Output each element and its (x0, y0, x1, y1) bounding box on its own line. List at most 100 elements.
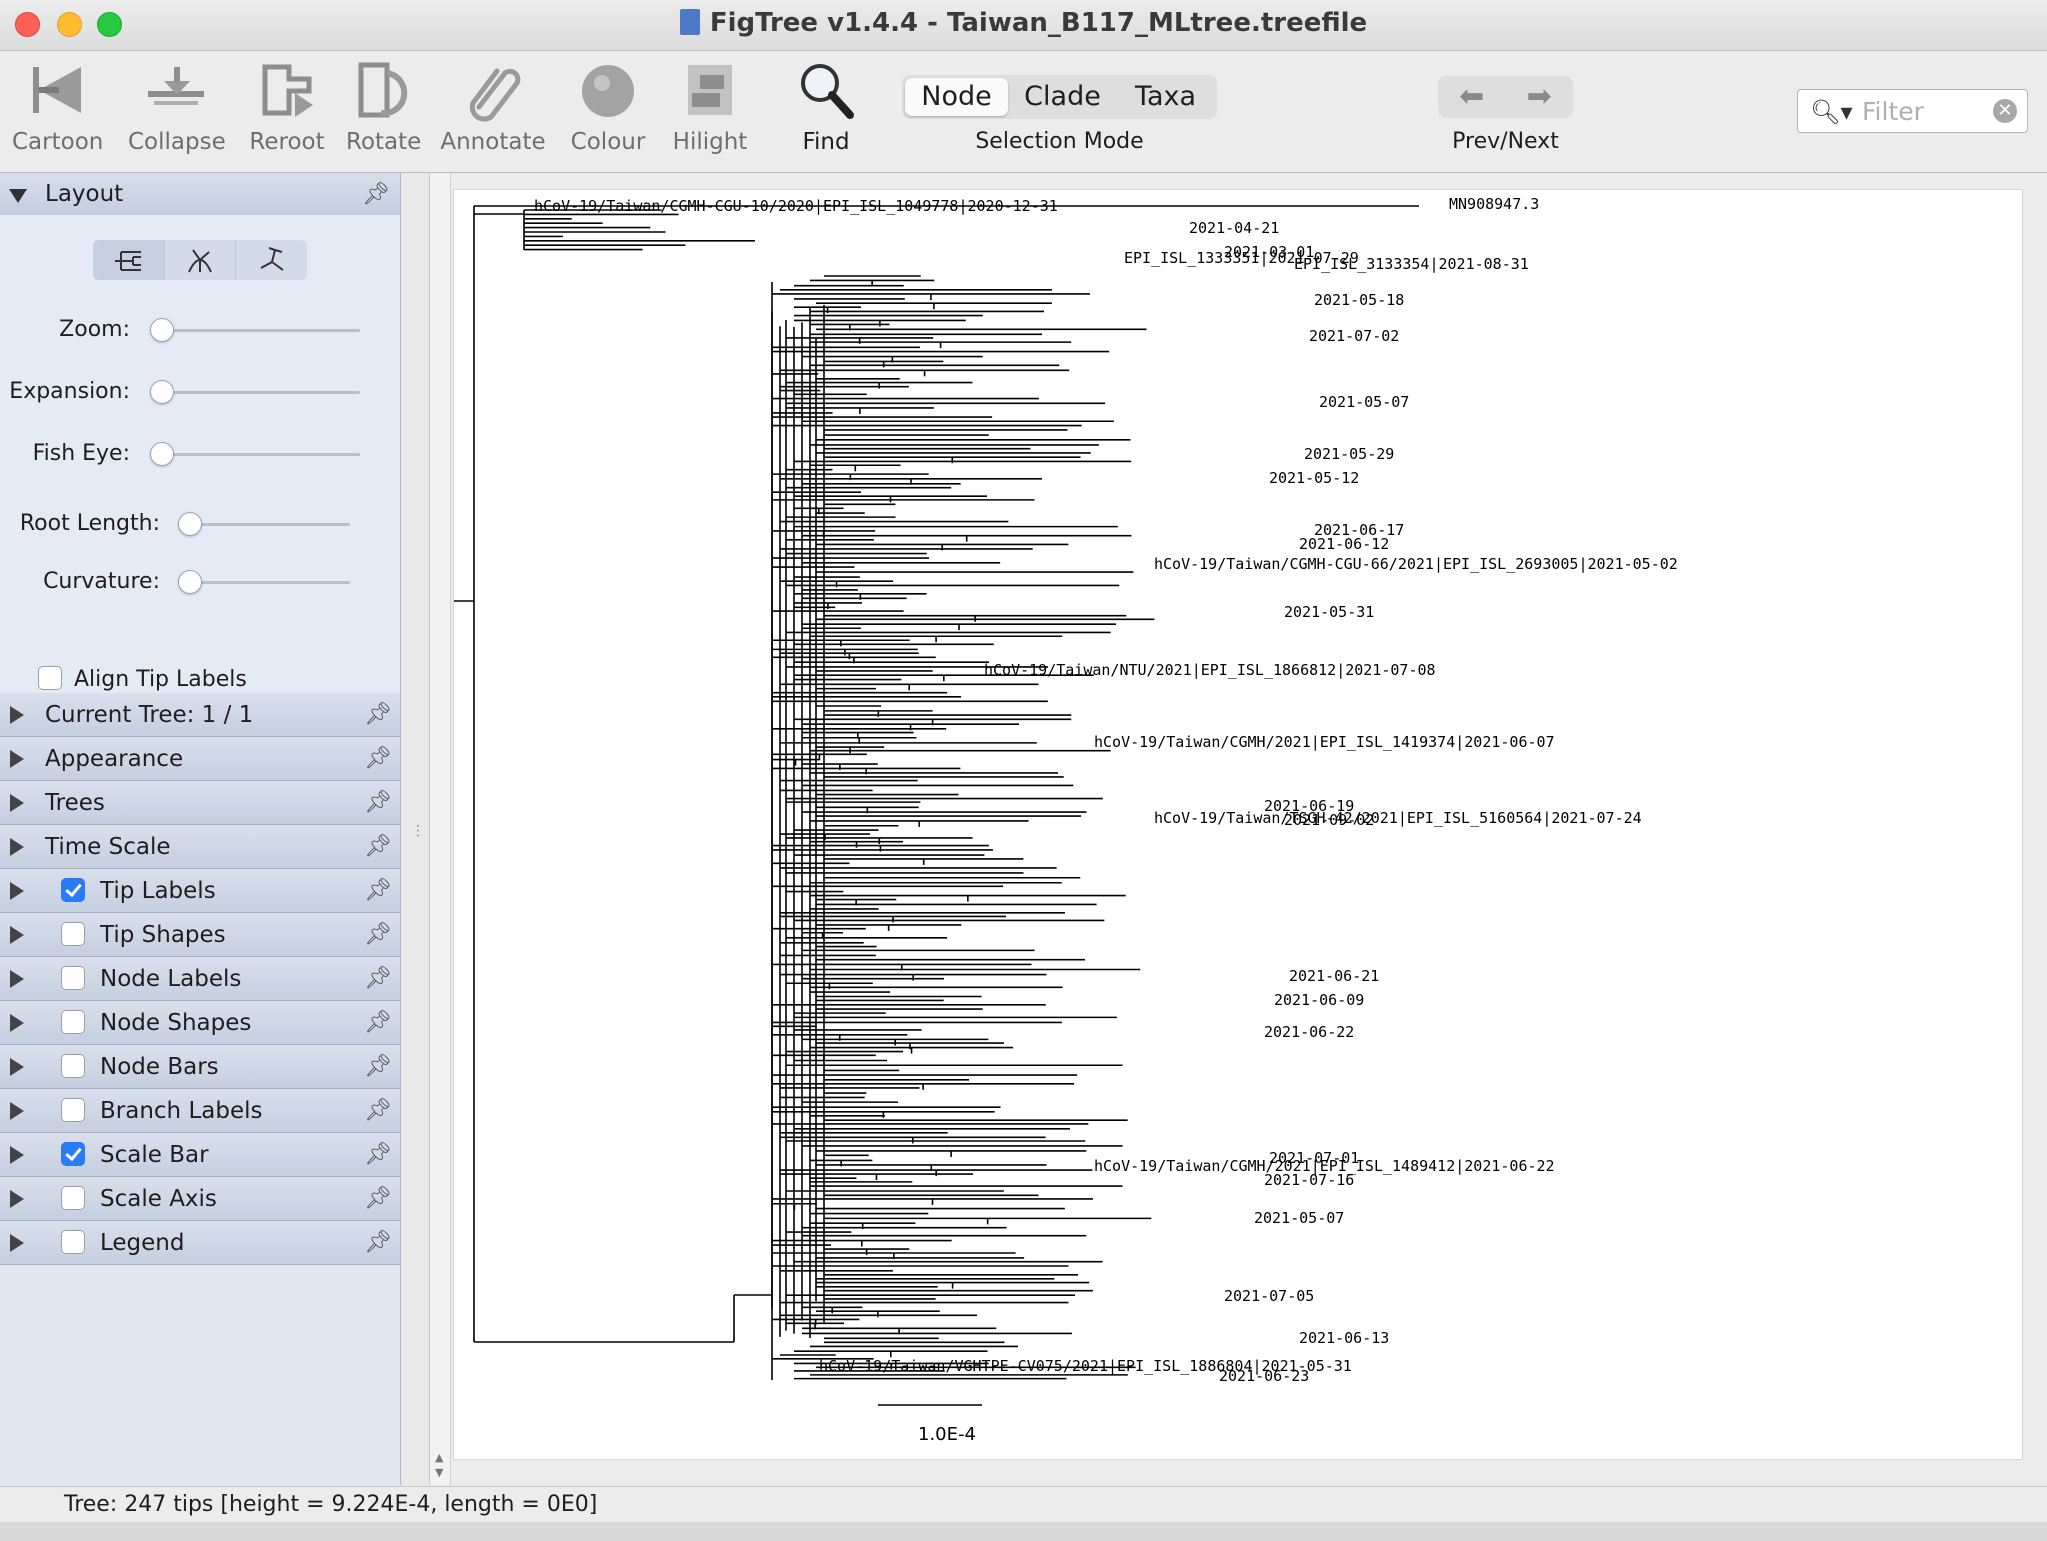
tip-label[interactable]: 2021-06-23 (1219, 1367, 1310, 1385)
rotate-button[interactable]: Rotate (346, 57, 421, 155)
fish-eye-slider-knob[interactable] (150, 442, 174, 466)
expansion-slider-knob[interactable] (150, 380, 174, 404)
tip-label[interactable]: 2021-06-21 (1289, 967, 1380, 985)
node-labels-checkbox[interactable] (61, 966, 85, 990)
section-node-shapes[interactable]: Node Shapes📌︎ (0, 1001, 400, 1045)
annotate-button[interactable]: Annotate (440, 57, 546, 155)
selection-mode-taxa[interactable]: Taxa (1134, 81, 1197, 112)
pin-icon[interactable]: 📌︎ (362, 182, 390, 207)
scale-axis-checkbox[interactable] (61, 1186, 85, 1210)
reroot-button[interactable]: Reroot (248, 57, 326, 155)
disclosure-right-icon[interactable] (10, 794, 24, 812)
close-window-button[interactable] (15, 12, 40, 37)
disclosure-right-icon[interactable] (10, 1146, 24, 1164)
section-scale-axis[interactable]: Scale Axis📌︎ (0, 1177, 400, 1221)
tip-label[interactable]: 2021-05-31 (1284, 603, 1375, 621)
tip-label[interactable]: 2021-05-12 (1269, 469, 1360, 487)
tip-shapes-checkbox[interactable] (61, 922, 85, 946)
align-tip-labels-checkbox[interactable] (38, 666, 62, 690)
zoom-slider-knob[interactable] (150, 318, 174, 342)
curvature-slider-knob[interactable] (178, 570, 202, 594)
expansion-slider-track[interactable] (150, 391, 360, 394)
radial-layout-button[interactable] (236, 240, 307, 280)
tree-viewport[interactable]: MN908947.3 hCoV-19/Taiwan/CGMH-CGU-10/20… (453, 189, 2023, 1460)
hilight-button[interactable]: Hilight (668, 57, 752, 155)
tip-label[interactable]: 2021-03-01 (1224, 243, 1315, 261)
cartoon-button[interactable]: Cartoon (12, 57, 103, 155)
section-scale-bar[interactable]: Scale Bar📌︎ (0, 1133, 400, 1177)
disclosure-right-icon[interactable] (10, 1058, 24, 1076)
pin-icon[interactable]: 📌︎ (364, 1230, 392, 1255)
tip-label[interactable]: 2021-05-29 (1304, 445, 1395, 463)
scroll-up-icon[interactable]: ▲ (435, 1451, 444, 1464)
disclosure-right-icon[interactable] (10, 882, 24, 900)
tip-label[interactable]: 2021-07-05 (1224, 1287, 1315, 1305)
node-bars-checkbox[interactable] (61, 1054, 85, 1078)
tip-label[interactable]: hCoV-19/Taiwan/CGMH/2021|EPI_ISL_1489412… (1094, 1157, 1555, 1175)
legend-checkbox[interactable] (61, 1230, 85, 1254)
tip-label[interactable]: EPI_ISL_1333351|2021-07-29 (1124, 249, 1359, 267)
find-button[interactable]: Find (786, 57, 866, 155)
pin-icon[interactable]: 📌︎ (364, 966, 392, 991)
tip-label[interactable]: hCoV-19/Taiwan/CGMH/2021|EPI_ISL_1419374… (1094, 733, 1555, 751)
zoom-window-button[interactable] (97, 12, 122, 37)
prev-arrow-button[interactable]: ⬅ (1459, 79, 1485, 114)
pin-icon[interactable]: 📌︎ (364, 878, 392, 903)
zoom-slider-track[interactable] (150, 329, 360, 332)
layout-section-header[interactable]: Layout 📌︎ (0, 173, 400, 216)
section-node-bars[interactable]: Node Bars📌︎ (0, 1045, 400, 1089)
tip-label[interactable]: hCoV-19/Taiwan/CGMH-CGU-10/2020|EPI_ISL_… (534, 197, 1058, 215)
tip-label[interactable]: 2021-05-18 (1314, 291, 1405, 309)
tip-label[interactable]: 2021-06-09 (1274, 991, 1365, 1009)
next-arrow-button[interactable]: ➡ (1526, 79, 1552, 114)
root-length-slider-knob[interactable] (178, 512, 202, 536)
pin-icon[interactable]: 📌︎ (364, 702, 392, 727)
collapse-button[interactable]: Collapse (128, 57, 226, 155)
node-shapes-checkbox[interactable] (61, 1010, 85, 1034)
pin-icon[interactable]: 📌︎ (364, 1142, 392, 1167)
tip-label[interactable]: 2021-07-16 (1264, 1171, 1355, 1189)
tip-label[interactable]: EPI_ISL_3133354|2021-08-31 (1294, 255, 1529, 273)
tree-canvas[interactable]: MN908947.3 hCoV-19/Taiwan/CGMH-CGU-10/20… (451, 173, 2047, 1485)
tip-label[interactable]: hCoV-19/Taiwan/VGHTPE-CV075/2021|EPI_ISL… (819, 1357, 1352, 1375)
pin-icon[interactable]: 📌︎ (364, 1098, 392, 1123)
disclosure-right-icon[interactable] (10, 970, 24, 988)
scale-bar-checkbox[interactable] (61, 1142, 85, 1166)
splitter-grip-icon[interactable]: ⋮ (411, 823, 425, 839)
tip-label[interactable]: 2021-07-01 (1269, 1149, 1360, 1167)
minimize-window-button[interactable] (57, 12, 82, 37)
outgroup-tip-label[interactable]: MN908947.3 (1449, 195, 1540, 213)
tip-label[interactable]: hCoV-19/Taiwan/TSGH-42/2021|EPI_ISL_5160… (1154, 809, 1642, 827)
disclosure-right-icon[interactable] (10, 1234, 24, 1252)
pin-icon[interactable]: 📌︎ (364, 1010, 392, 1035)
root-length-slider-track[interactable] (178, 523, 350, 526)
phylogenetic-tree[interactable] (454, 190, 2022, 1459)
scroll-down-icon[interactable]: ▼ (435, 1466, 444, 1479)
disclosure-right-icon[interactable] (10, 926, 24, 944)
branch-labels-checkbox[interactable] (61, 1098, 85, 1122)
search-icon[interactable]: 🔍︎▾ (1810, 98, 1853, 126)
pin-icon[interactable]: 📌︎ (364, 834, 392, 859)
tip-label[interactable]: 2021-06-12 (1299, 535, 1390, 553)
tip-label[interactable]: 2021-05-07 (1319, 393, 1410, 411)
section-trees[interactable]: Trees📌︎ (0, 781, 400, 825)
section-node-labels[interactable]: Node Labels📌︎ (0, 957, 400, 1001)
disclosure-right-icon[interactable] (10, 750, 24, 768)
curvature-slider-track[interactable] (178, 581, 350, 584)
pin-icon[interactable]: 📌︎ (364, 1054, 392, 1079)
polar-layout-button[interactable] (165, 240, 237, 280)
section-tip-shapes[interactable]: Tip Shapes📌︎ (0, 913, 400, 957)
tip-label[interactable]: 2021-07-02 (1309, 327, 1400, 345)
pin-icon[interactable]: 📌︎ (364, 790, 392, 815)
clear-filter-icon[interactable]: ✕ (1993, 99, 2017, 123)
tip-labels-checkbox[interactable] (61, 878, 85, 902)
tip-label[interactable]: 2021-06-13 (1299, 1329, 1390, 1347)
section-branch-labels[interactable]: Branch Labels📌︎ (0, 1089, 400, 1133)
selection-mode-node[interactable]: Node (905, 78, 1008, 116)
tip-label[interactable]: 2021-06-17 (1314, 521, 1405, 539)
colour-button[interactable]: Colour (566, 57, 650, 155)
section-current-tree-1-1[interactable]: Current Tree: 1 / 1📌︎ (0, 693, 400, 737)
canvas-vertical-scrollbar[interactable]: ▲ ▼ (430, 173, 451, 1485)
panel-splitter[interactable]: ⋮ (401, 173, 430, 1485)
pin-icon[interactable]: 📌︎ (364, 1186, 392, 1211)
